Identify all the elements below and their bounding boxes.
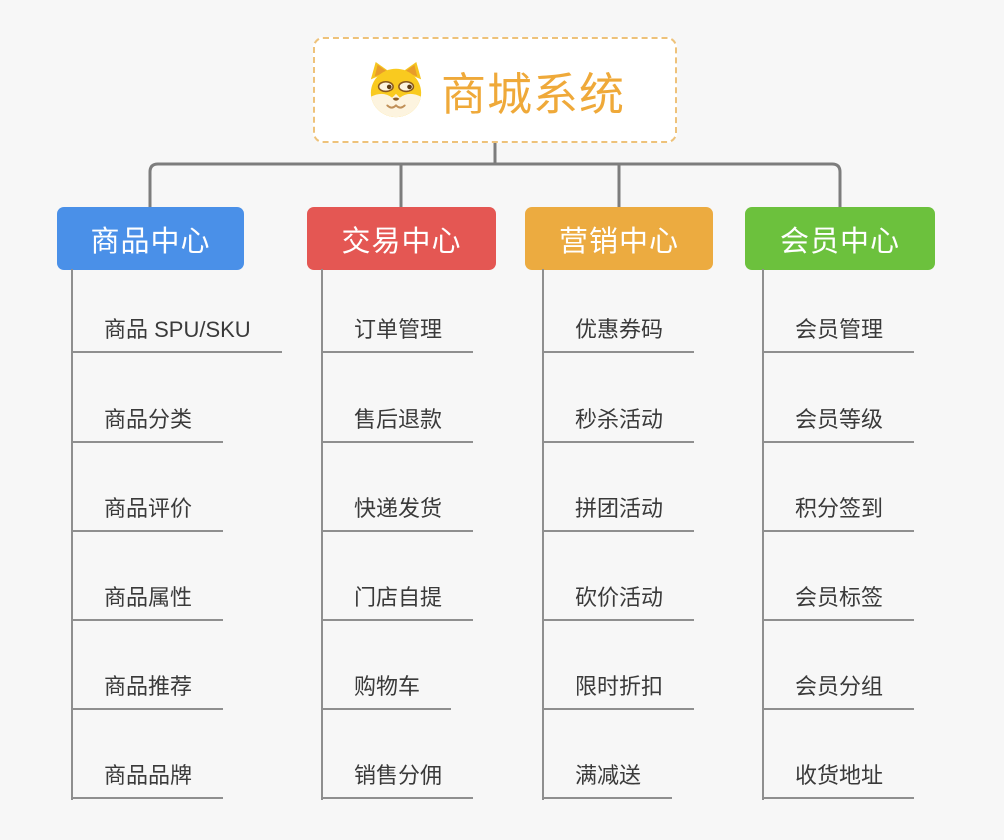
leaf-node-member-level[interactable]: 会员等级 [762,406,915,443]
leaf-node-limited-time-discount[interactable]: 限时折扣 [542,673,695,710]
branch-label: 会员中心 [779,225,900,258]
branch-node-product-center[interactable]: 商品中心 [57,207,244,270]
leaf-node-member-tag[interactable]: 会员标签 [762,584,915,621]
leaf-node-product-review[interactable]: 商品评价 [71,495,224,532]
branch-label: 商品中心 [90,225,211,258]
leaf-node-express-delivery[interactable]: 快递发货 [321,495,474,532]
leaf-node-product-attribute[interactable]: 商品属性 [71,584,224,621]
branch-child-rail [542,269,544,800]
leaf-node-store-pickup[interactable]: 门店自提 [321,584,474,621]
root-node[interactable]: 商城系统 [313,37,677,143]
leaf-node-sales-commission[interactable]: 销售分佣 [321,762,474,799]
branch-child-rail [321,269,323,800]
root-title: 商城系统 [440,68,625,120]
leaf-node-product-category[interactable]: 商品分类 [71,406,224,443]
leaf-node-member-management[interactable]: 会员管理 [762,316,915,353]
leaf-node-member-group[interactable]: 会员分组 [762,673,915,710]
branch-node-trade-center[interactable]: 交易中心 [307,207,496,270]
leaf-node-points-checkin[interactable]: 积分签到 [762,495,915,532]
branch-child-rail [71,269,73,800]
leaf-node-flash-sale[interactable]: 秒杀活动 [542,406,695,443]
branch-label: 营销中心 [558,225,679,258]
branch-rail-line [148,162,842,209]
leaf-node-shipping-address[interactable]: 收货地址 [762,762,915,799]
leaf-node-aftersale-refund[interactable]: 售后退款 [321,406,474,443]
leaf-node-bargain-activity[interactable]: 砍价活动 [542,584,695,621]
branch-child-rail [762,269,764,800]
branch-label: 交易中心 [341,225,462,258]
leaf-node-group-buy[interactable]: 拼团活动 [542,495,695,532]
leaf-node-product-brand[interactable]: 商品品牌 [71,762,224,799]
dog-icon [370,61,422,118]
branch-node-marketing-center[interactable]: 营销中心 [525,207,713,270]
leaf-node-shopping-cart[interactable]: 购物车 [321,673,452,710]
leaf-node-order-management[interactable]: 订单管理 [321,316,474,353]
leaf-node-product-spu-sku[interactable]: 商品 SPU/SKU [71,316,282,353]
branch-node-member-center[interactable]: 会员中心 [745,207,935,270]
leaf-node-product-recommend[interactable]: 商品推荐 [71,673,224,710]
leaf-node-coupon-code[interactable]: 优惠券码 [542,316,695,353]
leaf-node-spend-and-save[interactable]: 满减送 [542,762,673,799]
